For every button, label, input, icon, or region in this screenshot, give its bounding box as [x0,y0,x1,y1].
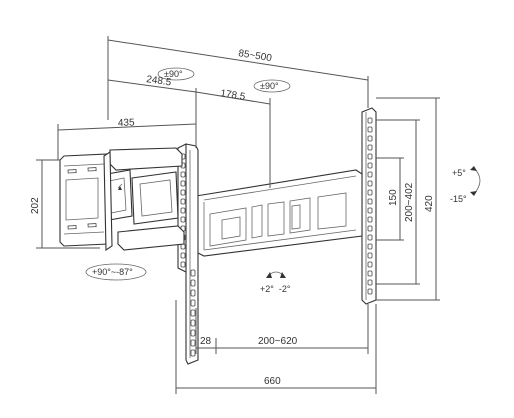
dim-hole-offset: 28 [200,336,212,347]
mounting-slot [190,319,196,327]
mounting-slot [367,189,373,196]
mounting-slot [190,289,196,297]
dim-wall-plate-height: 420 [424,195,435,212]
mounting-slot [180,216,186,223]
mounting-slot [367,153,373,160]
mounting-slot [367,234,373,241]
rotation-arrows [85,67,481,281]
mounting-slot [180,198,186,205]
mounting-slot [180,261,186,268]
angle-tilt-down: -15° [450,194,467,204]
mounting-slot [190,329,196,337]
mounting-slot [180,180,186,187]
mounting-slot [367,162,373,169]
mounting-slot [180,171,186,178]
dimension-lines [36,36,440,394]
wall-plate [361,107,377,305]
mounting-slot [367,261,373,268]
mounting-slot [190,309,196,317]
mounting-slot [367,288,373,295]
mounting-slot [190,349,196,357]
mounting-slot [367,135,373,142]
mounting-slot [180,189,186,196]
mounting-slot [367,144,373,151]
mounting-slot [367,117,373,124]
angle-swivel-plate: +90°~-87° [92,267,133,277]
mounting-slot [367,243,373,250]
mounting-slot [367,252,373,259]
mounting-slot [367,180,373,187]
mounting-slot [367,279,373,286]
angle-level: +2° -2° [260,284,291,294]
angle-swivel-arm: ±90° [164,69,183,79]
mounting-slot [367,216,373,223]
arm-body [195,169,363,257]
dim-tv-plate-height: 202 [30,197,41,214]
dim-wall-plate-width: 660 [264,376,281,387]
dim-arm-short: 178.5 [220,88,247,103]
dim-vesa-horizontal: 200~620 [258,336,298,347]
mounting-slot [190,299,196,307]
angle-tilt-up: +5° [452,168,466,178]
mounting-slot [180,252,186,259]
mounting-slot [367,207,373,214]
mounting-slot [367,270,373,277]
mounting-slot [367,126,373,133]
mounting-slot [367,171,373,178]
mounting-slot [367,198,373,205]
dim-vesa-vertical: 150 [388,189,399,206]
dim-arm-long: 248.5 [146,74,173,88]
dim-extension: 85~500 [238,48,273,64]
mounting-slot [190,339,196,347]
dim-vertical-range: 200~402 [404,182,415,222]
mounting-slot [190,279,196,287]
angle-swivel-joint: ±90° [260,81,279,91]
dim-tv-plate-width: 435 [118,117,135,129]
mounting-slot [180,207,186,214]
tv-plate [59,150,113,252]
mounting-slot [367,225,373,232]
front-post [177,143,199,365]
mounting-slot [190,269,196,277]
